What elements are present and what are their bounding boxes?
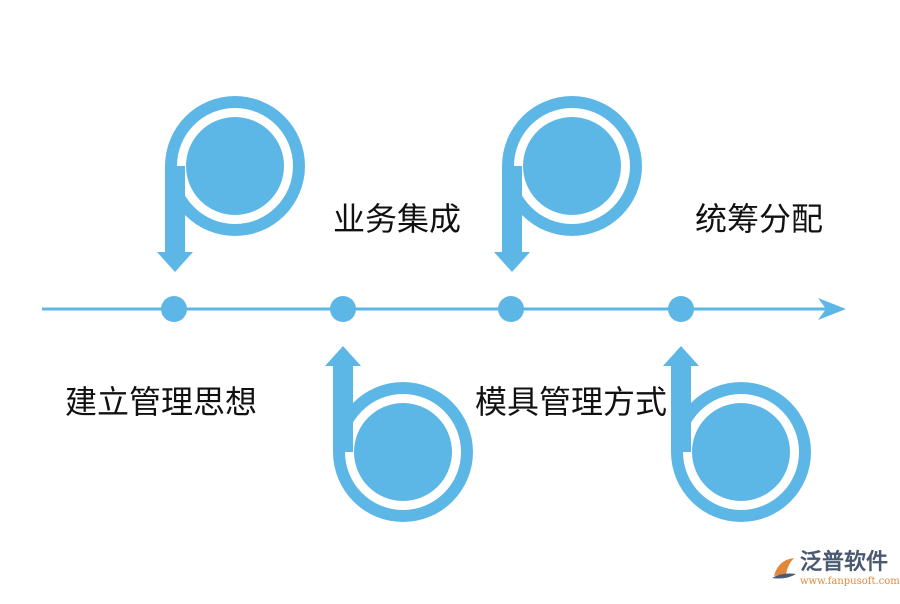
step-label-2: 业务集成 (333, 200, 462, 238)
step-label-4: 统筹分配 (695, 200, 824, 238)
p-loop-icon-1 (157, 96, 305, 272)
step-label-1: 建立管理思想 (65, 383, 258, 421)
brand-url: www.fanpusoft.com (800, 576, 900, 587)
timeline-node-2 (330, 296, 356, 322)
brand-name: 泛普软件 (800, 550, 889, 575)
p-loop-icon-2 (494, 96, 642, 272)
step-label-3: 模具管理方式 (475, 383, 668, 421)
timeline-node-4 (668, 296, 694, 322)
b-loop-icon-2 (663, 346, 811, 522)
brand-logo: 泛普软件 www.fanpusoft.com (770, 550, 900, 597)
fanpu-logo-icon (772, 558, 796, 579)
timeline-node-3 (498, 296, 524, 322)
timeline-node-1 (161, 296, 187, 322)
b-loop-icon-1 (325, 346, 473, 522)
timeline-arrow-icon (818, 298, 846, 320)
